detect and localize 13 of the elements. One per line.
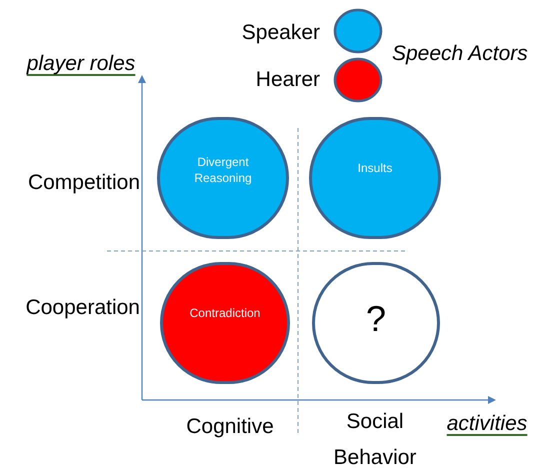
axis-title: player roles bbox=[25, 52, 136, 76]
axis-category-label: Social Behavior bbox=[332, 409, 418, 470]
axis-title: activities bbox=[446, 412, 528, 436]
legend-label: Hearer bbox=[254, 69, 320, 90]
circle-label: Divergent Reasoning bbox=[193, 154, 253, 186]
axis-category-label: Competition bbox=[26, 171, 140, 195]
circle-label: Contradiction bbox=[188, 304, 262, 322]
circle-label: Insults bbox=[356, 160, 394, 176]
legend-label: Speaker bbox=[240, 22, 320, 43]
circle-label: ? bbox=[364, 297, 388, 342]
axis-category-label: Cognitive bbox=[185, 415, 275, 439]
axis-category-label: Speech Actors bbox=[392, 42, 529, 66]
axis-category-label: Cooperation bbox=[24, 296, 140, 320]
